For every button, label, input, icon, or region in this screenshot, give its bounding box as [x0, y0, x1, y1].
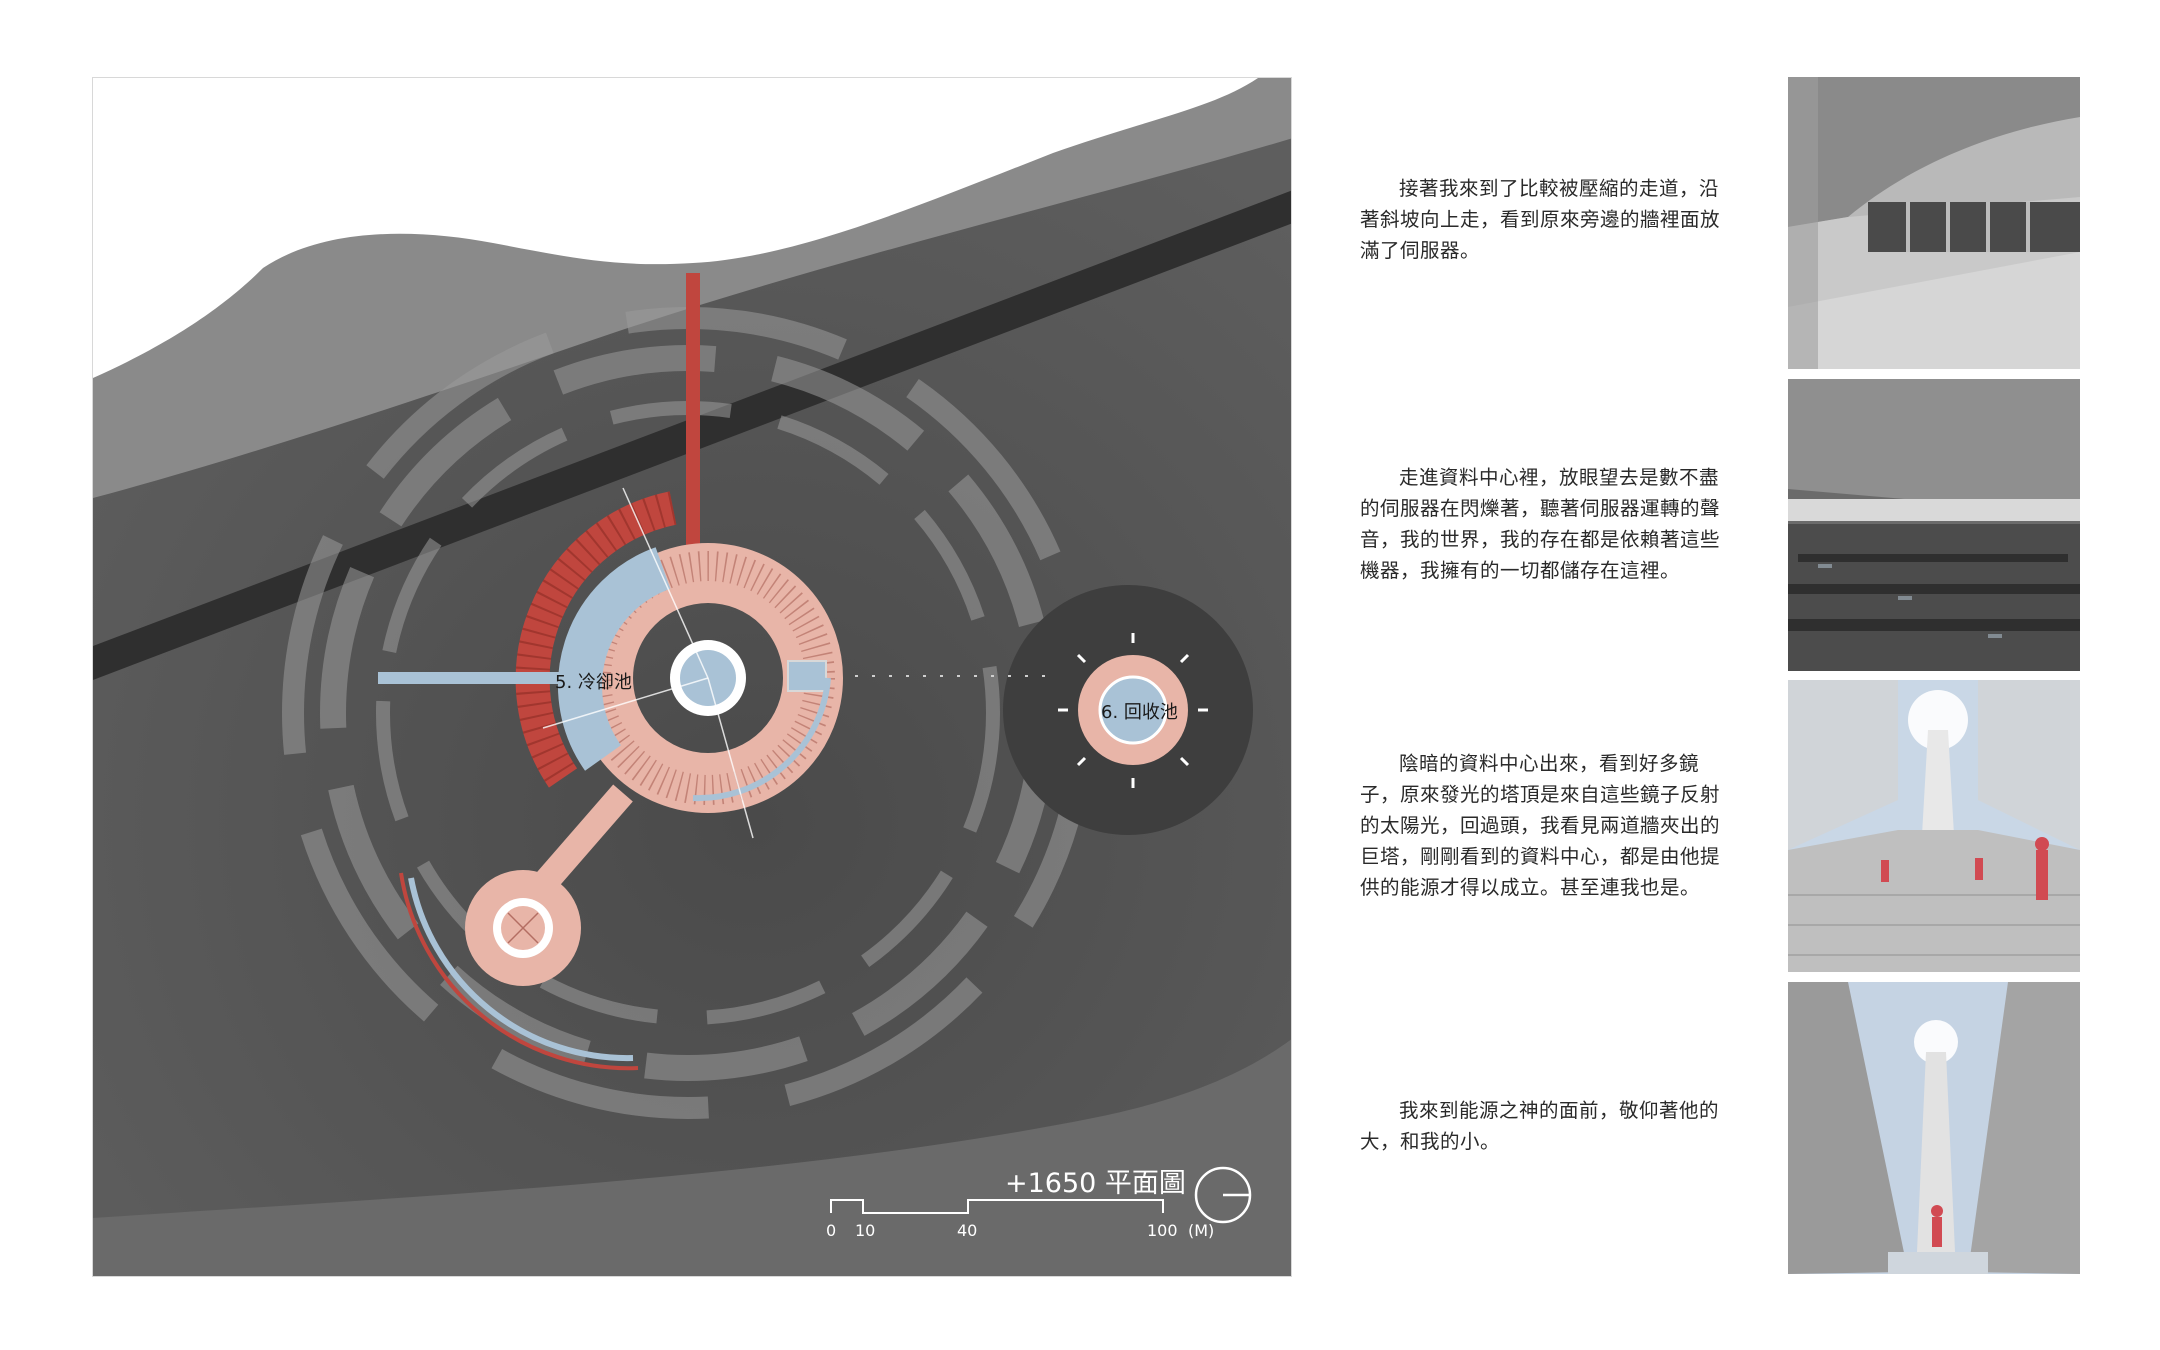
plan-title: +1650 平面圖 [1005, 1168, 1186, 1199]
recycle-pool [1058, 633, 1208, 788]
narrative-paragraph-4: 我來到能源之神的面前，敬仰著他的大，和我的小。 [1360, 1099, 1720, 1153]
scale-tick-0: 0 [826, 1221, 836, 1240]
entrance-walkway [686, 273, 700, 603]
cooling-pool-label: 5. 冷卻池 [555, 672, 632, 693]
terrain-lower-band [93, 1039, 1291, 1276]
scale-bar [830, 1199, 1164, 1214]
narrative-paragraph-1: 接著我來到了比較被壓縮的走道，沿著斜坡向上走，看到原來旁邊的牆裡面放滿了伺服器。 [1360, 177, 1721, 262]
scale-tick-40: 40 [957, 1221, 977, 1240]
north-arrow-icon [1194, 1166, 1252, 1224]
scale-unit: (M) [1188, 1221, 1214, 1240]
scale-tick-10: 10 [855, 1221, 875, 1240]
site-plan-drawing: 6. 回收池 [93, 78, 1291, 1276]
narrative-paragraph-2: 走進資料中心裡，放眼望去是數不盡的伺服器在閃爍著，聽著伺服器運轉的聲音，我的世界… [1360, 466, 1721, 582]
render-mirror-tower [1788, 680, 2080, 972]
site-plan: 6. 回收池 [92, 77, 1292, 1277]
render-corridor [1788, 77, 2080, 369]
render-tower-base [1788, 982, 2080, 1274]
render-server-hall [1788, 379, 2080, 671]
narrative-paragraph-3: 陰暗的資料中心出來，看到好多鏡子，原來發光的塔頂是來自這些鏡子反射的太陽光，回過… [1360, 752, 1721, 899]
recycle-pool-label: 6. 回收池 [1101, 702, 1178, 723]
data-center-complex [378, 487, 843, 1071]
scale-tick-100: 100 [1147, 1221, 1178, 1240]
